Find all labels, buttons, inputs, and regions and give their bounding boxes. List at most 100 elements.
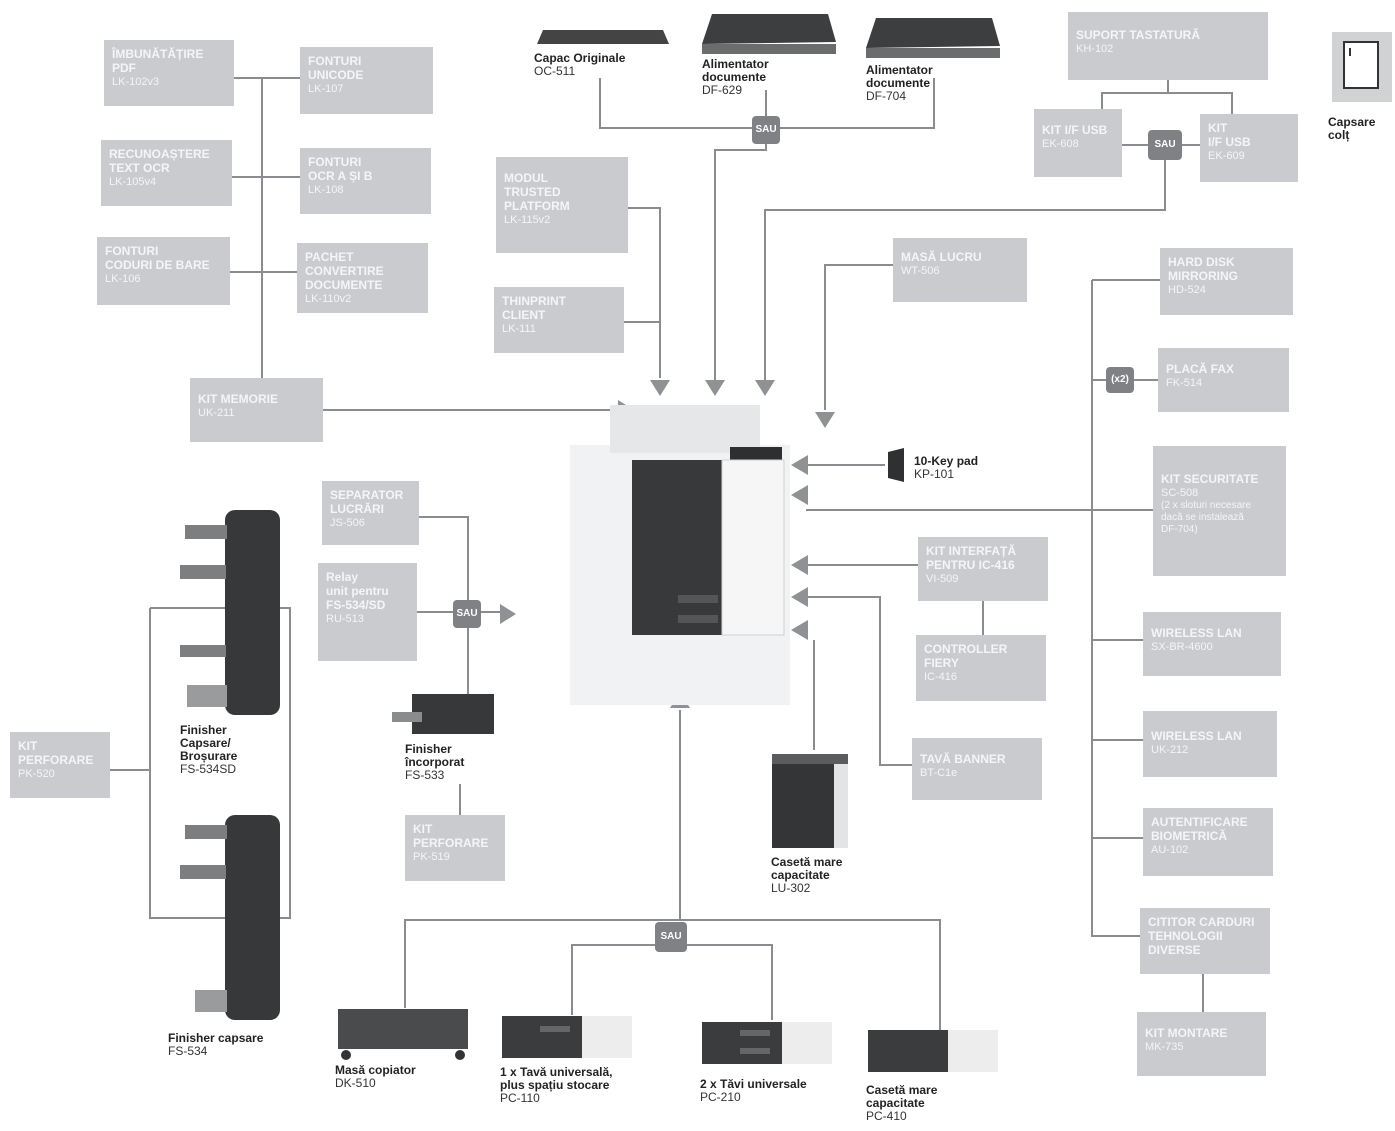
option-code: PK-519 [413, 851, 450, 863]
caption-pc110: 1 x Tavă universală, plus spațiu stocare… [500, 1066, 613, 1105]
option-name: KIT I/F USB [1042, 123, 1108, 137]
device-name: Finisher Capsare/ Broșurare [180, 723, 238, 763]
option-name: MODUL TRUSTED PLATFORM [504, 171, 570, 213]
df704-shape [866, 18, 1000, 58]
option-name: KIT INTERFAȚĂ PENTRU IC-416 [926, 544, 1016, 572]
option-job-separator: SEPARATOR LUCRĂRI JS-506 [322, 481, 419, 545]
option-hdd-mirror: HARD DISK MIRRORING HD-524 [1160, 248, 1293, 315]
option-code: FK-514 [1166, 377, 1203, 389]
option-fiery: CONTROLLER FIERY IC-416 [916, 635, 1046, 701]
option-name: PACHET CONVERTIRE DOCUMENTE [305, 250, 384, 292]
option-name: WIRELESS LAN [1151, 729, 1242, 743]
option-code: LK-108 [308, 184, 344, 196]
option-memory-kit: KIT MEMORIE UK-211 [190, 378, 323, 442]
option-name: KIT PERFORARE [413, 822, 489, 850]
fs534-shape [180, 815, 280, 1020]
caption-cover: Capac Originale OC-511 [534, 52, 625, 78]
option-name: AUTENTIFICARE BIOMETRICĂ [1151, 815, 1248, 843]
device-name: Capsare colț [1328, 115, 1376, 142]
option-name: KIT PERFORARE [18, 739, 94, 767]
option-code: SX-BR-4600 [1151, 641, 1213, 653]
option-code: UK-212 [1151, 744, 1189, 756]
lu302-illustration [770, 750, 850, 850]
fs534sd-shape [180, 510, 280, 715]
option-code: LK-111 [502, 323, 536, 335]
main-printer [560, 405, 800, 705]
pc110-illustration [500, 1012, 634, 1062]
or-badge: SAU [1148, 130, 1182, 160]
option-name: FONTURI OCR A ȘI B [308, 155, 373, 183]
fs534sd-illustration [175, 495, 285, 720]
device-code: LU-302 [771, 881, 811, 895]
caption-df704: Alimentator documente DF-704 [866, 64, 933, 103]
device-name: Alimentator documente [866, 63, 933, 90]
option-name: KIT MEMORIE [198, 392, 278, 406]
option-name: SUPORT TASTATURĂ [1076, 28, 1200, 42]
device-name: Finisher capsare [168, 1031, 264, 1045]
device-code: KP-101 [914, 467, 955, 481]
option-unicode-fonts: FONTURI UNICODE LK-107 [300, 47, 433, 114]
option-name: Relay unit pentru FS-534/SD [326, 570, 389, 612]
fs533-shape [392, 694, 494, 734]
option-barcode-fonts: FONTURI CODURI DE BARE LK-106 [97, 237, 230, 305]
or-badge: SAU [655, 922, 687, 952]
option-ocr-text: RECUNOAȘTERE TEXT OCR LK-105v4 [101, 140, 232, 206]
option-ocr-fonts: FONTURI OCR A ȘI B LK-108 [300, 148, 431, 214]
device-code: DF-704 [866, 89, 907, 103]
device-name: Casetă mare capacitate [866, 1083, 938, 1110]
option-name: RECUNOAȘTERE TEXT OCR [109, 147, 210, 175]
option-name: FONTURI CODURI DE BARE [105, 244, 210, 272]
option-name: KIT MONTARE [1145, 1026, 1228, 1040]
option-thinprint: THINPRINT CLIENT LK-111 [494, 287, 624, 353]
fs533-illustration [392, 690, 496, 738]
option-code: JS-506 [330, 517, 365, 529]
device-code: PC-410 [866, 1109, 907, 1123]
caption-fs533: Finisher încorporat FS-533 [405, 743, 464, 782]
caption-lu302: Casetă mare capacitate LU-302 [771, 856, 842, 895]
pc110-shape [502, 1016, 632, 1058]
option-usb-ek608: KIT I/F USB EK-608 [1034, 109, 1122, 177]
dk510-shape [338, 1009, 468, 1060]
caption-dk510: Masă copiator DK-510 [335, 1064, 416, 1090]
option-name: WIRELESS LAN [1151, 626, 1242, 640]
caption-pc210: 2 x Tăvi universale PC-210 [700, 1078, 807, 1104]
option-name: KIT SECURITATE [1161, 472, 1259, 486]
option-name: CITITOR CARDURI TEHNOLOGII DIVERSE [1148, 915, 1255, 957]
option-code: BT-C1e [920, 767, 958, 779]
option-name: SEPARATOR LUCRĂRI [330, 488, 404, 516]
option-code: WT-506 [901, 265, 940, 277]
option-name: KIT I/F USB [1208, 121, 1251, 149]
caption-fs534sd: Finisher Capsare/ Broșurare FS-534SD [180, 724, 237, 776]
cover-shape [537, 30, 669, 44]
option-code: LK-102v3 [112, 76, 160, 88]
pc210-shape [702, 1022, 832, 1064]
option-name: PLACĂ FAX [1166, 362, 1235, 376]
option-code: EK-608 [1042, 138, 1079, 150]
option-usb-ek609: KIT I/F USB EK-609 [1200, 114, 1298, 182]
option-code: EK-609 [1208, 150, 1245, 162]
option-code: LK-107 [308, 83, 344, 95]
option-name: HARD DISK MIRRORING [1168, 255, 1238, 283]
option-code: KH-102 [1076, 43, 1114, 55]
option-interface-kit: KIT INTERFAȚĂ PENTRU IC-416 VI-509 [918, 537, 1048, 601]
device-code: FS-534 [168, 1044, 208, 1058]
option-punch-pk520: KIT PERFORARE PK-520 [10, 732, 110, 798]
corner-staple-shape [1332, 32, 1392, 102]
printer-illustration [570, 405, 790, 705]
caption-corner-staple: Capsare colț [1328, 116, 1375, 142]
device-name: 2 x Tăvi universale [700, 1077, 807, 1091]
option-banner-tray: TAVĂ BANNER BT-C1e [912, 738, 1042, 800]
option-name: ÎMBUNĂTĂȚIRE PDF [112, 47, 204, 75]
dk510-illustration [336, 1005, 470, 1061]
device-code: FS-534SD [180, 762, 237, 776]
option-name: TAVĂ BANNER [920, 752, 1006, 766]
caption-df629: Alimentator documente DF-629 [702, 58, 769, 97]
corner-staple-icon [1332, 32, 1392, 102]
device-code: FS-533 [405, 768, 445, 782]
pc410-illustration [866, 1026, 1000, 1076]
option-code: VI-509 [926, 573, 959, 585]
device-code: DF-629 [702, 83, 743, 97]
device-name: 1 x Tavă universală, plus spațiu stocare [500, 1065, 613, 1092]
option-code: IC-416 [924, 671, 958, 683]
option-note: (2 x sloturi necesare dacă se instalează… [1161, 500, 1252, 535]
